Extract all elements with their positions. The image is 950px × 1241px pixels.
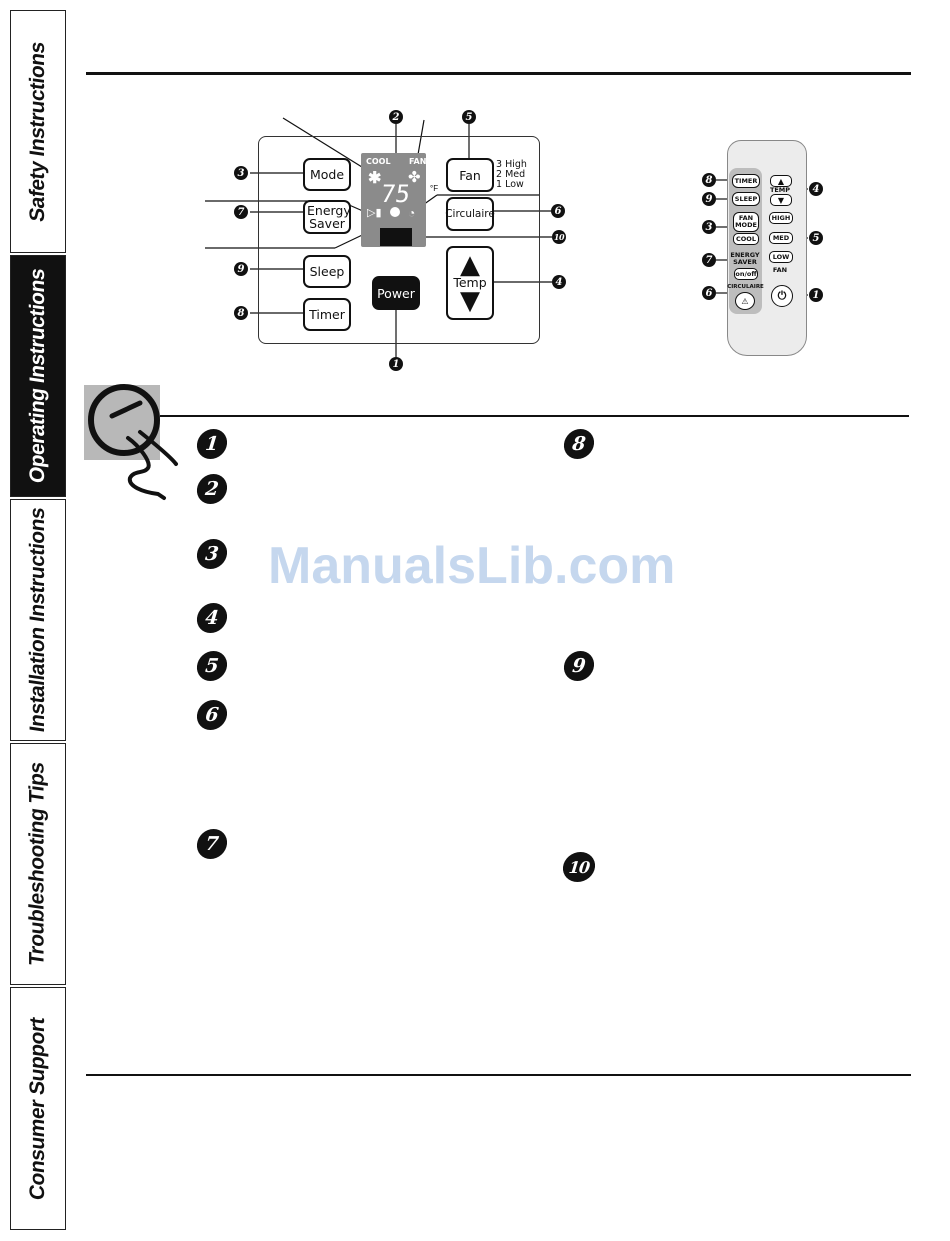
fan-speed-high: 3 High <box>496 159 527 170</box>
remote-sensor-window <box>380 228 412 246</box>
temp-label: Temp <box>453 275 487 290</box>
tab-operating-instructions[interactable]: Operating Instructions <box>10 255 66 497</box>
remote-timer-button[interactable]: TIMER <box>732 174 760 188</box>
remote-circulaire-button[interactable]: ⚠ <box>735 292 755 310</box>
remote-callout-6: 6 <box>702 286 716 300</box>
remote-circulaire-label: CIRCULAIRE <box>727 284 764 290</box>
remote-temp-down-button[interactable]: ▼ <box>770 194 792 206</box>
display-cool-label: COOL <box>366 157 391 166</box>
temp-button[interactable]: ▲ Temp ▼ <box>446 246 494 320</box>
timer-button[interactable]: Timer <box>303 298 351 331</box>
display-fan-label: FAN <box>409 157 427 166</box>
remote-fan-mode-button[interactable]: FAN MODE <box>733 212 759 232</box>
temp-down-icon: ▼ <box>777 195 785 205</box>
display-unit: °F <box>430 184 439 193</box>
callout-3: 3 <box>234 166 248 180</box>
remote-callout-8: 8 <box>702 173 716 187</box>
remote-sleep-button[interactable]: SLEEP <box>732 192 760 206</box>
control-panel <box>258 136 540 344</box>
remote-temp-label: TEMP <box>769 186 791 194</box>
energy-saver-indicator-icon: ▷▮ <box>367 207 382 219</box>
energy-saver-label: Energy Saver <box>307 203 351 231</box>
remote-low-button[interactable]: LOW <box>769 251 793 263</box>
temp-down-icon[interactable]: ▼ <box>460 286 480 316</box>
callout-10: 10 <box>552 230 566 244</box>
remote-energy-saver-label: ENERGY SAVER <box>730 251 760 266</box>
display-temperature: 75 <box>379 180 412 208</box>
callout-2: 2 <box>389 110 403 124</box>
remote-callout-5: 5 <box>809 231 823 245</box>
sleep-indicator-icon <box>390 207 400 217</box>
fan-speed-list: 3 High 2 Med 1 Low <box>496 160 527 190</box>
snowflake-icon: ✱ <box>368 170 382 187</box>
sleep-button[interactable]: Sleep <box>303 255 351 288</box>
temp-up-icon: ▲ <box>777 176 785 186</box>
remote-temp-up-button[interactable]: ▲ <box>770 175 792 187</box>
bottom-rule <box>86 1074 911 1076</box>
remote-callout-3: 3 <box>702 220 716 234</box>
remote-on-off-button[interactable]: on/off <box>734 268 758 280</box>
power-button[interactable]: Power <box>372 276 420 310</box>
power-icon: ⏻ <box>777 289 787 302</box>
callout-8: 8 <box>234 306 248 320</box>
remote-fan-label: FAN <box>772 266 788 274</box>
fan-icon: ✤ <box>408 169 421 186</box>
callout-1: 1 <box>389 357 403 371</box>
circulaire-button[interactable]: Circulaire <box>445 197 495 231</box>
watermark: ManualsLib.com <box>268 537 676 595</box>
temp-up-icon[interactable]: ▲ <box>460 250 480 280</box>
fan-speed-med: 2 Med <box>496 169 526 180</box>
section-rule <box>158 415 909 417</box>
mode-button[interactable]: Mode <box>303 158 351 191</box>
top-rule <box>86 72 911 75</box>
callout-7: 7 <box>234 205 248 219</box>
callout-6: 6 <box>551 204 565 218</box>
tab-installation-instructions[interactable]: Installation Instructions <box>10 499 66 741</box>
remote-callout-4: 4 <box>809 182 823 196</box>
callout-4: 4 <box>552 275 566 289</box>
callout-5: 5 <box>462 110 476 124</box>
tab-safety-instructions[interactable]: Safety Instructions <box>10 10 66 253</box>
timer-indicator-icon: ◔ <box>408 206 416 220</box>
remote-high-button[interactable]: HIGH <box>769 212 793 224</box>
remote-med-button[interactable]: MED <box>769 232 793 244</box>
remote-callout-7: 7 <box>702 253 716 267</box>
tab-troubleshooting-tips[interactable]: Troubleshooting Tips <box>10 743 66 985</box>
circulaire-icon: ⚠ <box>741 296 749 306</box>
tab-consumer-support[interactable]: Consumer Support <box>10 987 66 1230</box>
fan-speed-low: 1 Low <box>496 179 524 190</box>
remote-callout-1: 1 <box>809 288 823 302</box>
callout-9: 9 <box>234 262 248 276</box>
remote-callout-9: 9 <box>702 192 716 206</box>
remote-power-button[interactable]: ⏻ <box>771 285 793 307</box>
fan-button[interactable]: Fan <box>446 158 494 192</box>
energy-saver-button[interactable]: Energy Saver <box>303 200 351 234</box>
remote-cool-button[interactable]: COOL <box>733 233 759 245</box>
